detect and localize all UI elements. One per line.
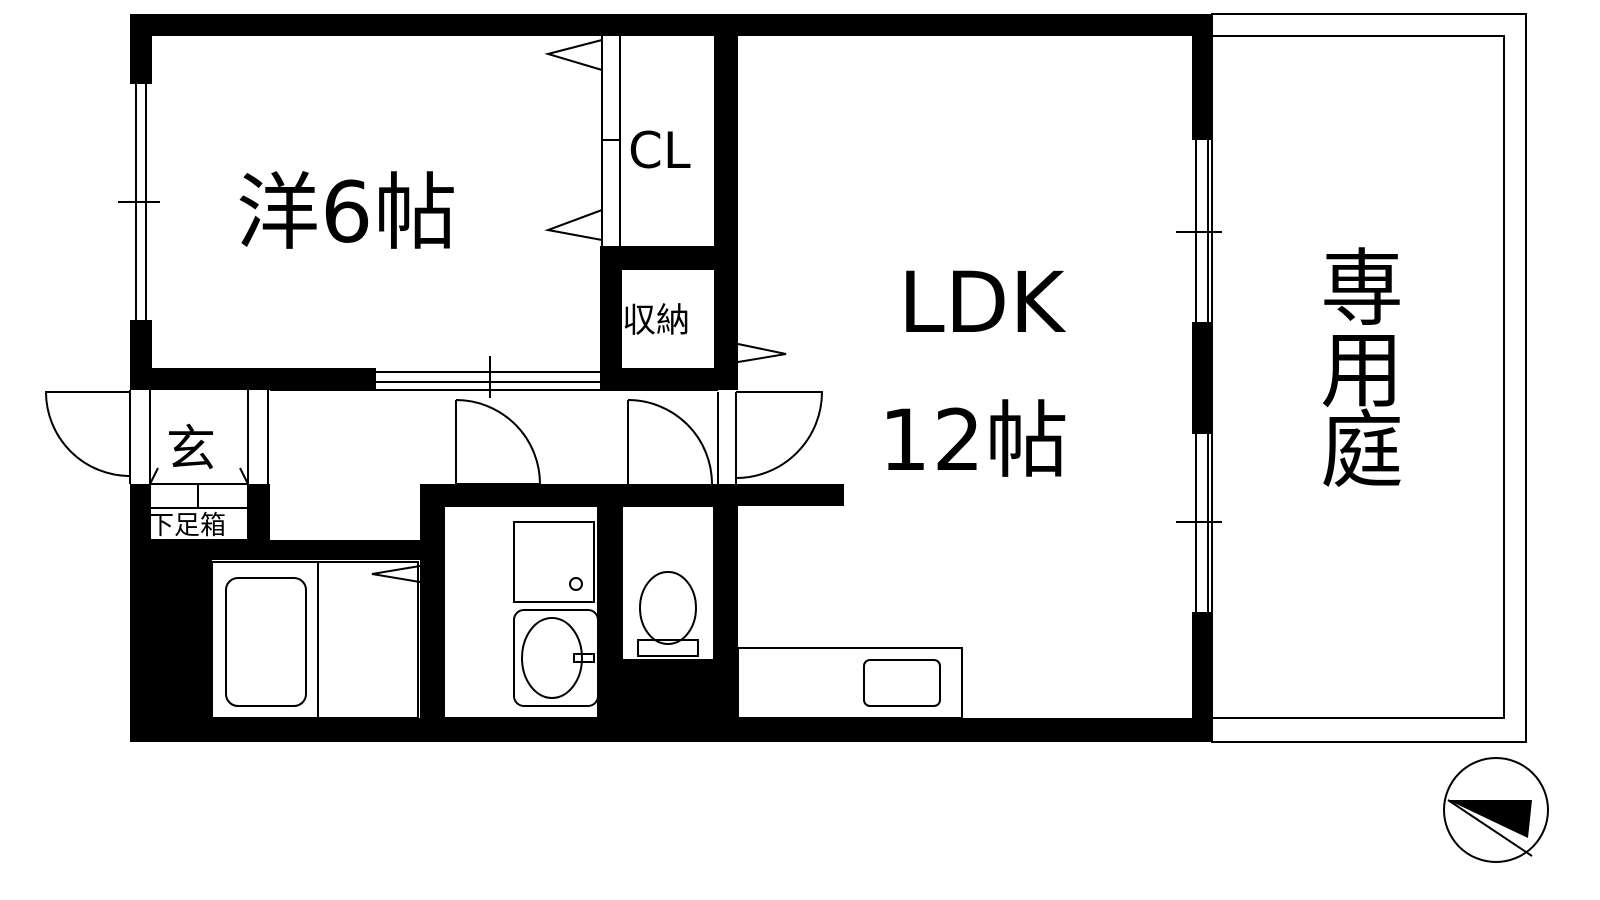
western-room-label: 洋6帖 [236,164,457,262]
ldk-label: LDK [898,254,1066,352]
garden-label-1: 専 [1320,240,1404,338]
walls [130,14,1212,742]
garden-label-3: 庭 [1320,402,1404,500]
kitchen-counter [737,647,963,719]
door-swings [44,389,824,485]
ldk-size-label: 12帖 [878,392,1069,490]
entrance-label: 玄 [166,420,216,478]
storage-label: 収納 [622,301,690,341]
closet-doors [544,36,787,368]
washroom-fixtures [443,505,599,719]
north-arrow-icon [1443,757,1549,863]
windows [118,84,1222,612]
shoe-box [149,467,249,541]
garden-label-2: 用 [1320,322,1404,420]
bathtub [211,561,441,719]
toilet [621,505,715,661]
private-garden [1211,13,1527,743]
closet-label: CL [628,122,691,180]
shoe-box-label: 下足箱 [148,511,226,541]
